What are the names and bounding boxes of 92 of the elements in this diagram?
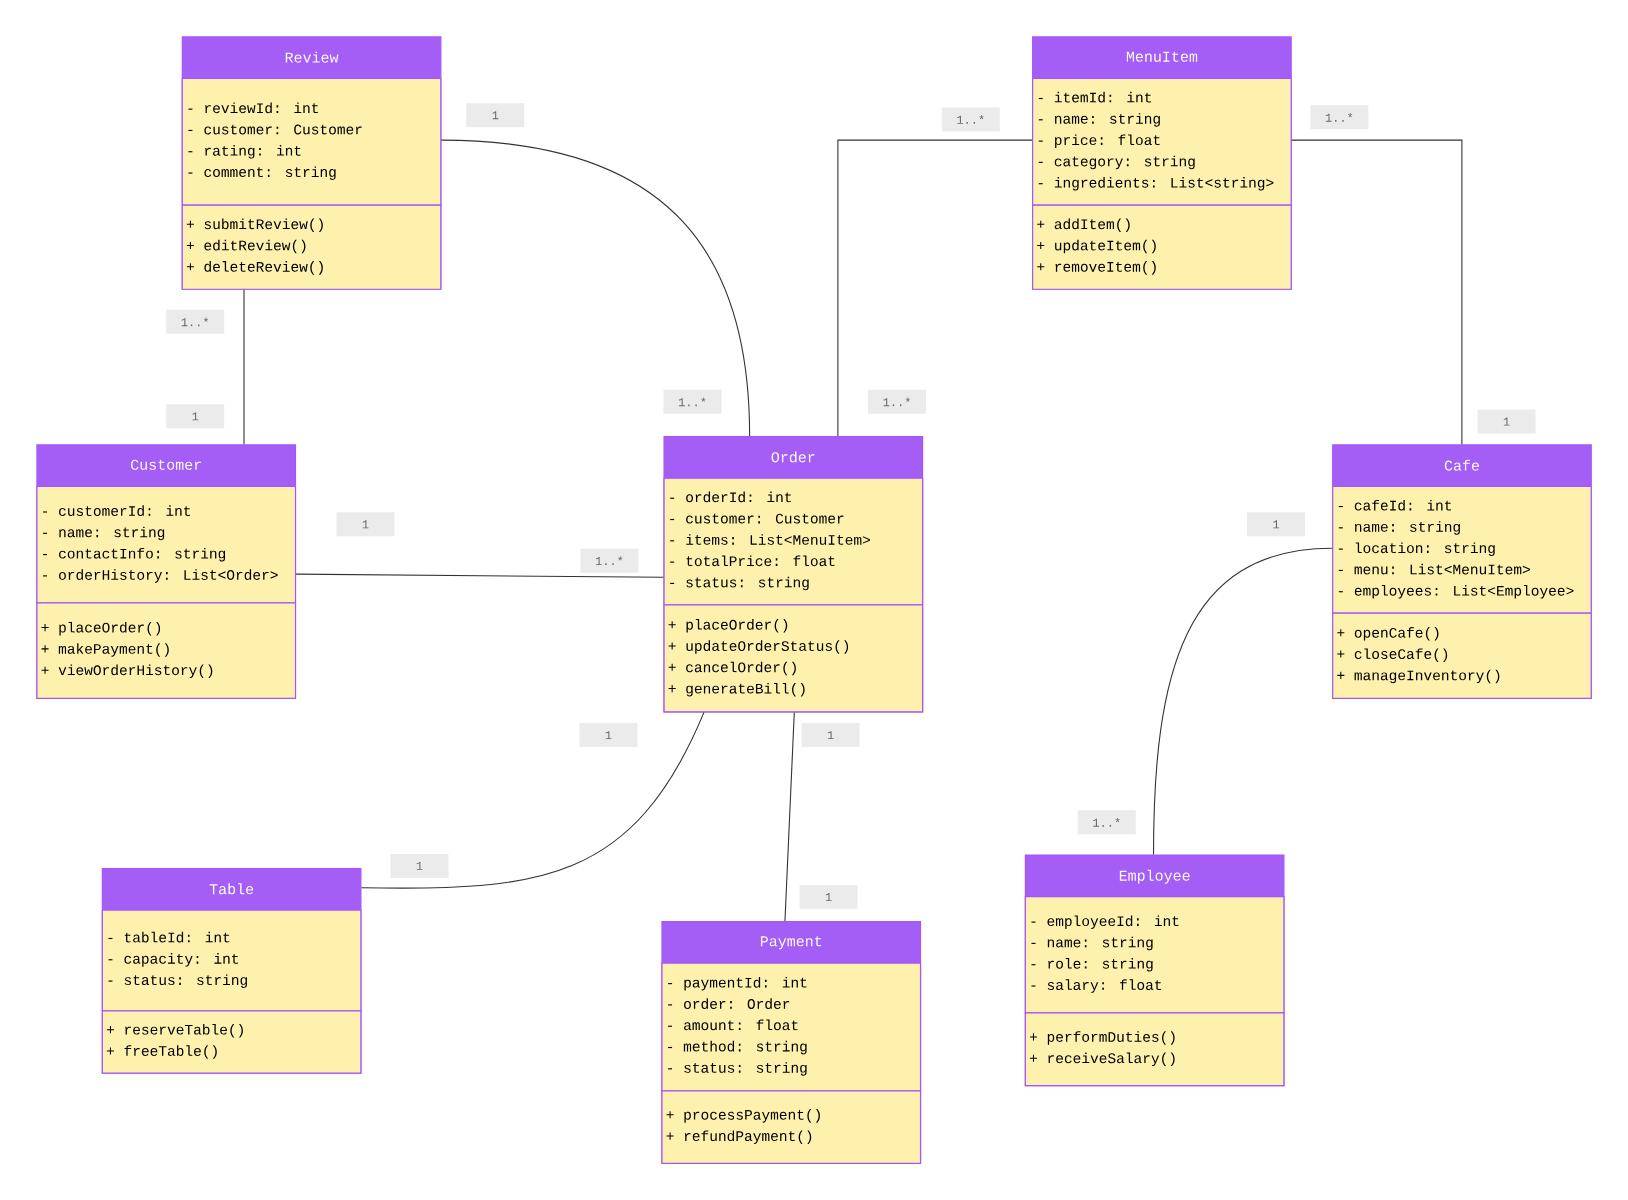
- node-label: - name: string: [1338, 521, 1460, 535]
- association-line: [440, 139, 751, 437]
- node-label: - customer: Customer: [188, 124, 362, 135]
- node-label: + placeOrder(): [668, 618, 788, 633]
- node-label: - order: Order: [668, 998, 790, 1009]
- association-line: [360, 711, 705, 889]
- member-list: - orderId: int - customer: Customer - items: List<MenuItem> - totalPrice: float - status: string: [670, 491, 870, 591]
- method-compartment: [661, 1090, 922, 1164]
- member-list: - reviewId: int - customer: Customer - rating: int - comment: string: [188, 102, 362, 180]
- member-list: - employeeId: int - name: string - role: string - salary: float: [1031, 915, 1179, 993]
- member-list: + addItem() + updateItem() + removeItem(): [1037, 218, 1156, 275]
- member-list: - tableId: int - capacity: int - status: string: [108, 931, 247, 988]
- association-line: [243, 289, 245, 445]
- multiplicity-label: 1: [1477, 409, 1536, 434]
- node-label: - role: string: [1031, 957, 1153, 972]
- node-label: - salary: float: [1031, 979, 1162, 993]
- member-list: + placeOrder() + updateOrderStatus() + cancelOrder() + generateBill(): [668, 618, 849, 697]
- node-label: - items: List<MenuItem>: [670, 534, 870, 545]
- node-label: - employees: List<Employee>: [1338, 584, 1574, 599]
- node-label: - comment: string: [188, 166, 336, 180]
- multiplicity-label: 1: [336, 512, 395, 537]
- method-compartment: [101, 1010, 362, 1074]
- node-label: - rating: int: [188, 144, 301, 159]
- attribute-compartment: [1032, 77, 1292, 206]
- multiplicity-label: 1..*: [1077, 810, 1136, 835]
- node-label: - customer: Customer: [670, 513, 844, 524]
- attribute-compartment: [1024, 895, 1285, 1014]
- multiplicity-label: 1..*: [580, 548, 639, 573]
- node-label: - ingredients: List<string>: [1038, 176, 1274, 191]
- node-label: - contactInfo: string: [43, 547, 226, 562]
- multiplicity-label: 1: [466, 103, 525, 128]
- multiplicity-label: 1: [1247, 512, 1306, 537]
- multiplicity-label: 1..*: [868, 389, 927, 414]
- node-label: - name: string: [1031, 936, 1153, 951]
- member-list: - customerId: int - name: string - contactInfo: string - orderHistory: List<Order>: [43, 505, 278, 583]
- association-line: [784, 711, 795, 922]
- node-label: + generateBill(): [668, 682, 805, 697]
- node-label: - menu: List<MenuItem>: [1338, 563, 1530, 575]
- node-label: - customerId: int: [43, 505, 190, 516]
- node-label: - name: string: [43, 526, 165, 541]
- attribute-compartment: [661, 962, 922, 1092]
- node-label: - name: string: [1038, 113, 1160, 127]
- method-compartment: [1024, 1012, 1285, 1087]
- multiplicity-label: 1: [390, 853, 449, 878]
- multiplicity-label: 1: [166, 404, 225, 429]
- attribute-compartment: [36, 485, 297, 604]
- multiplicity-label: 1: [799, 884, 858, 909]
- member-list: + processPayment() + refundPayment(): [666, 1109, 820, 1144]
- association-line: [295, 573, 664, 578]
- node-label: + updateOrderStatus(): [668, 640, 849, 654]
- method-compartment: [181, 204, 442, 290]
- multiplicity-label: 1: [579, 723, 638, 747]
- node-label: - status: string: [668, 1062, 807, 1076]
- multiplicity-label: 1..*: [166, 309, 225, 334]
- node-label: - category: string: [1038, 155, 1195, 170]
- node-label: - status: string: [670, 576, 809, 591]
- multiplicity-label: 1..*: [1310, 105, 1369, 130]
- attribute-compartment: [181, 77, 442, 206]
- node-label: + cancelOrder(): [668, 661, 796, 676]
- multiplicity-label: 1..*: [663, 389, 722, 414]
- node-label: - amount: float: [668, 1019, 798, 1031]
- node-label: - location: string: [1338, 542, 1495, 556]
- member-list: + placeOrder() + makePayment() + viewOrderHistory(): [41, 621, 213, 678]
- member-list: + reserveTable() + freeTable(): [106, 1023, 243, 1059]
- node-label: - itemId: int: [1038, 91, 1151, 103]
- node-label: - orderHistory: List<Order>: [43, 569, 278, 583]
- node-label: - cafeId: int: [1338, 499, 1451, 511]
- association-line: [1153, 547, 1333, 855]
- member-list: + performDuties() + receiveSalary(): [1029, 1031, 1175, 1066]
- association-line: [1291, 139, 1463, 445]
- method-compartment: [663, 604, 924, 713]
- association-line: [837, 139, 1033, 437]
- attribute-compartment: [101, 909, 362, 1012]
- member-list: + openCafe() + closeCafe() + manageInventory(): [1337, 626, 1500, 684]
- member-list: - itemId: int - name: string - price: float - category: string - ingredients: List<string>: [1038, 91, 1274, 191]
- node-label: - paymentId: int: [668, 976, 807, 991]
- method-compartment: [36, 602, 297, 699]
- multiplicity-label: 1..*: [941, 107, 1000, 132]
- attribute-compartment: [1332, 485, 1592, 614]
- node-label: - orderId: int: [670, 491, 792, 503]
- method-compartment: [1332, 612, 1592, 699]
- node-label: - reviewId: int: [188, 102, 318, 114]
- node-label: - price: float: [1038, 134, 1160, 148]
- member-list: - cafeId: int - name: string - location: string - menu: List<MenuItem> - employees: List<Employee>: [1338, 499, 1574, 599]
- attribute-compartment: [663, 477, 924, 606]
- node-label: - employeeId: int: [1031, 915, 1179, 929]
- node-label: - method: string: [668, 1040, 807, 1055]
- method-compartment: [1032, 204, 1292, 290]
- member-list: - paymentId: int - order: Order - amount: float - method: string - status: string: [668, 976, 807, 1076]
- multiplicity-label: 1: [801, 723, 860, 747]
- node-label: - totalPrice: float: [670, 555, 835, 567]
- member-list: + submitReview() + editReview() + deleteReview(): [186, 218, 323, 275]
